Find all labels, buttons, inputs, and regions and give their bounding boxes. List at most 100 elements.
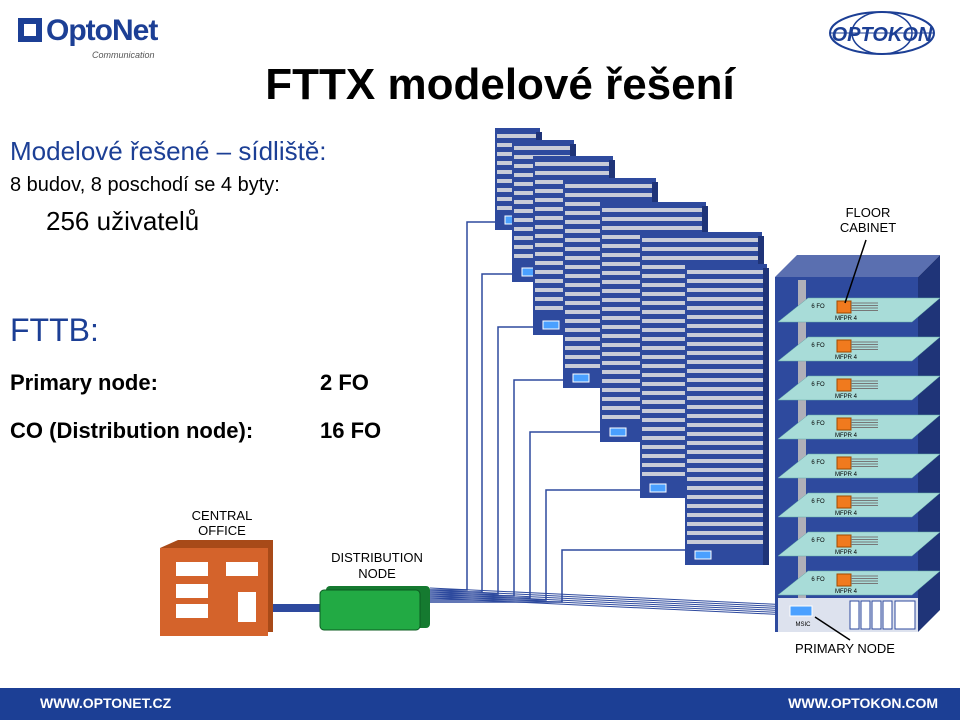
- building-window-stripe: [687, 468, 763, 472]
- building-window-stripe: [687, 396, 763, 400]
- central-office-window: [226, 562, 258, 576]
- building-window-stripe: [687, 504, 763, 508]
- msic-box: [789, 605, 813, 617]
- central-office-window: [176, 584, 208, 598]
- central-office-label-2: OFFICE: [198, 523, 246, 538]
- footer-link-optonet[interactable]: WWW.OPTONET.CZ: [40, 695, 172, 711]
- building-window-stripe: [687, 333, 763, 337]
- co-value: 16 FO: [320, 418, 382, 443]
- building-window-stripe: [687, 306, 763, 310]
- fiber-line-1: [430, 221, 503, 591]
- ground-floor-door: [894, 600, 916, 630]
- floor-cabinet-box: [836, 456, 852, 470]
- mfpr-label: MFPR 4: [835, 394, 858, 400]
- building-window-stripe: [565, 193, 652, 197]
- optokon-logo-text: OPTOKON: [831, 24, 933, 46]
- building-window-stripe: [642, 247, 758, 251]
- building-window-stripe: [687, 279, 763, 283]
- optokon-logo: OPTOKON: [822, 10, 942, 56]
- riser-cable: [798, 280, 806, 610]
- diagram-labels: CENTRALOFFICEDISTRIBUTIONNODEFLOORCABINE…: [192, 205, 897, 656]
- building-node-box: [542, 320, 560, 330]
- floor-cabinet-box: [836, 417, 852, 431]
- mfpr-label: MFPR 4: [835, 472, 858, 478]
- msic-label: MSIC: [796, 622, 812, 628]
- building-window-stripe: [687, 315, 763, 319]
- building-window-stripe: [687, 342, 763, 346]
- floor-cabinet-label-1: FLOOR: [846, 205, 891, 220]
- optonet-logo-tagline: Communication: [92, 50, 155, 60]
- building-window-stripe: [687, 459, 763, 463]
- building-window-stripe: [514, 146, 570, 150]
- building-window-stripe: [687, 378, 763, 382]
- building-window-stripe: [687, 270, 763, 274]
- fo-label: 6 FO: [811, 499, 825, 505]
- fo-label: 6 FO: [811, 577, 825, 583]
- intro-line-2: 8 budov, 8 poschodí se 4 byty:: [10, 174, 280, 196]
- building-window-stripe: [687, 540, 763, 544]
- primary-node-value: 2 FO: [320, 370, 369, 395]
- fiber-lines: [429, 221, 791, 616]
- building-node-box: [609, 427, 627, 437]
- building-window-stripe: [687, 414, 763, 418]
- fo-label: 6 FO: [811, 304, 825, 310]
- mfpr-label: MFPR 4: [835, 316, 858, 322]
- building-window-stripe: [687, 369, 763, 373]
- building-window-stripe: [687, 324, 763, 328]
- co-dn-link: [273, 604, 321, 612]
- fiber-line-3: [430, 326, 540, 595]
- intro-line-1: Modelové řešené – sídliště:: [10, 136, 327, 166]
- footer-link-optokon[interactable]: WWW.OPTOKON.COM: [788, 695, 938, 711]
- page-title: FTTX modelové řešení: [265, 60, 735, 109]
- buildings: [495, 128, 769, 565]
- fiber-line-4: [430, 379, 570, 597]
- ground-floor-window: [882, 600, 893, 630]
- building-window-stripe: [687, 297, 763, 301]
- central-office-window: [176, 562, 208, 576]
- building-window-stripe: [687, 360, 763, 364]
- fo-label: 6 FO: [811, 343, 825, 349]
- central-office: [160, 540, 321, 636]
- fiber-line-5: [430, 431, 608, 599]
- distribution-node-body: [319, 589, 421, 631]
- building-window-stripe: [687, 495, 763, 499]
- mfpr-label: MFPR 4: [835, 589, 858, 595]
- building-7: [685, 264, 769, 565]
- building-window-stripe: [602, 226, 702, 230]
- distribution-node: [319, 586, 430, 631]
- fttb-heading: FTTB:: [10, 312, 99, 348]
- building-window-stripe: [687, 351, 763, 355]
- floor-cabinet-box: [836, 573, 852, 587]
- fiber-line-main-3: [429, 591, 791, 610]
- ground-floor-window: [860, 600, 871, 630]
- main-building: 6 FO MFPR 4 6 FO MFPR 4 6 FO MFPR 4 6 FO MFPR 4…: [775, 255, 941, 632]
- building-window-stripe: [687, 450, 763, 454]
- building-side: [763, 268, 769, 565]
- floor-cabinet-box: [836, 339, 852, 353]
- building-node-box: [694, 550, 712, 560]
- primary-node-pointer: [814, 616, 851, 641]
- mfpr-label: MFPR 4: [835, 550, 858, 556]
- fttx-diagram: 6 FO MFPR 4 6 FO MFPR 4 6 FO MFPR 4 6 FO MFPR 4…: [160, 128, 941, 656]
- building-window-stripe: [535, 171, 609, 175]
- fo-label: 6 FO: [811, 538, 825, 544]
- building-window-stripe: [687, 513, 763, 517]
- building-window-stripe: [687, 423, 763, 427]
- building-window-stripe: [565, 184, 652, 188]
- building-window-stripe: [687, 387, 763, 391]
- floor-cabinet-box: [836, 495, 852, 509]
- fo-label: 6 FO: [811, 421, 825, 427]
- optonet-logo-square-inner: [24, 24, 36, 36]
- fiber-line-main-1: [429, 587, 791, 606]
- building-window-stripe: [687, 486, 763, 490]
- mfpr-label: MFPR 4: [835, 433, 858, 439]
- floor-cabinet-pointer: [844, 239, 867, 304]
- ground-floor-window: [849, 600, 860, 630]
- floor-cabinet-label-2: CABINET: [840, 220, 896, 235]
- fo-label: 6 FO: [811, 382, 825, 388]
- primary-node-label: Primary node:: [10, 370, 158, 395]
- fiber-line-main-6: [429, 597, 791, 616]
- distribution-node-label-1: DISTRIBUTION: [331, 550, 423, 565]
- fiber-line-main-2: [429, 589, 791, 608]
- fiber-line-6: [430, 489, 650, 601]
